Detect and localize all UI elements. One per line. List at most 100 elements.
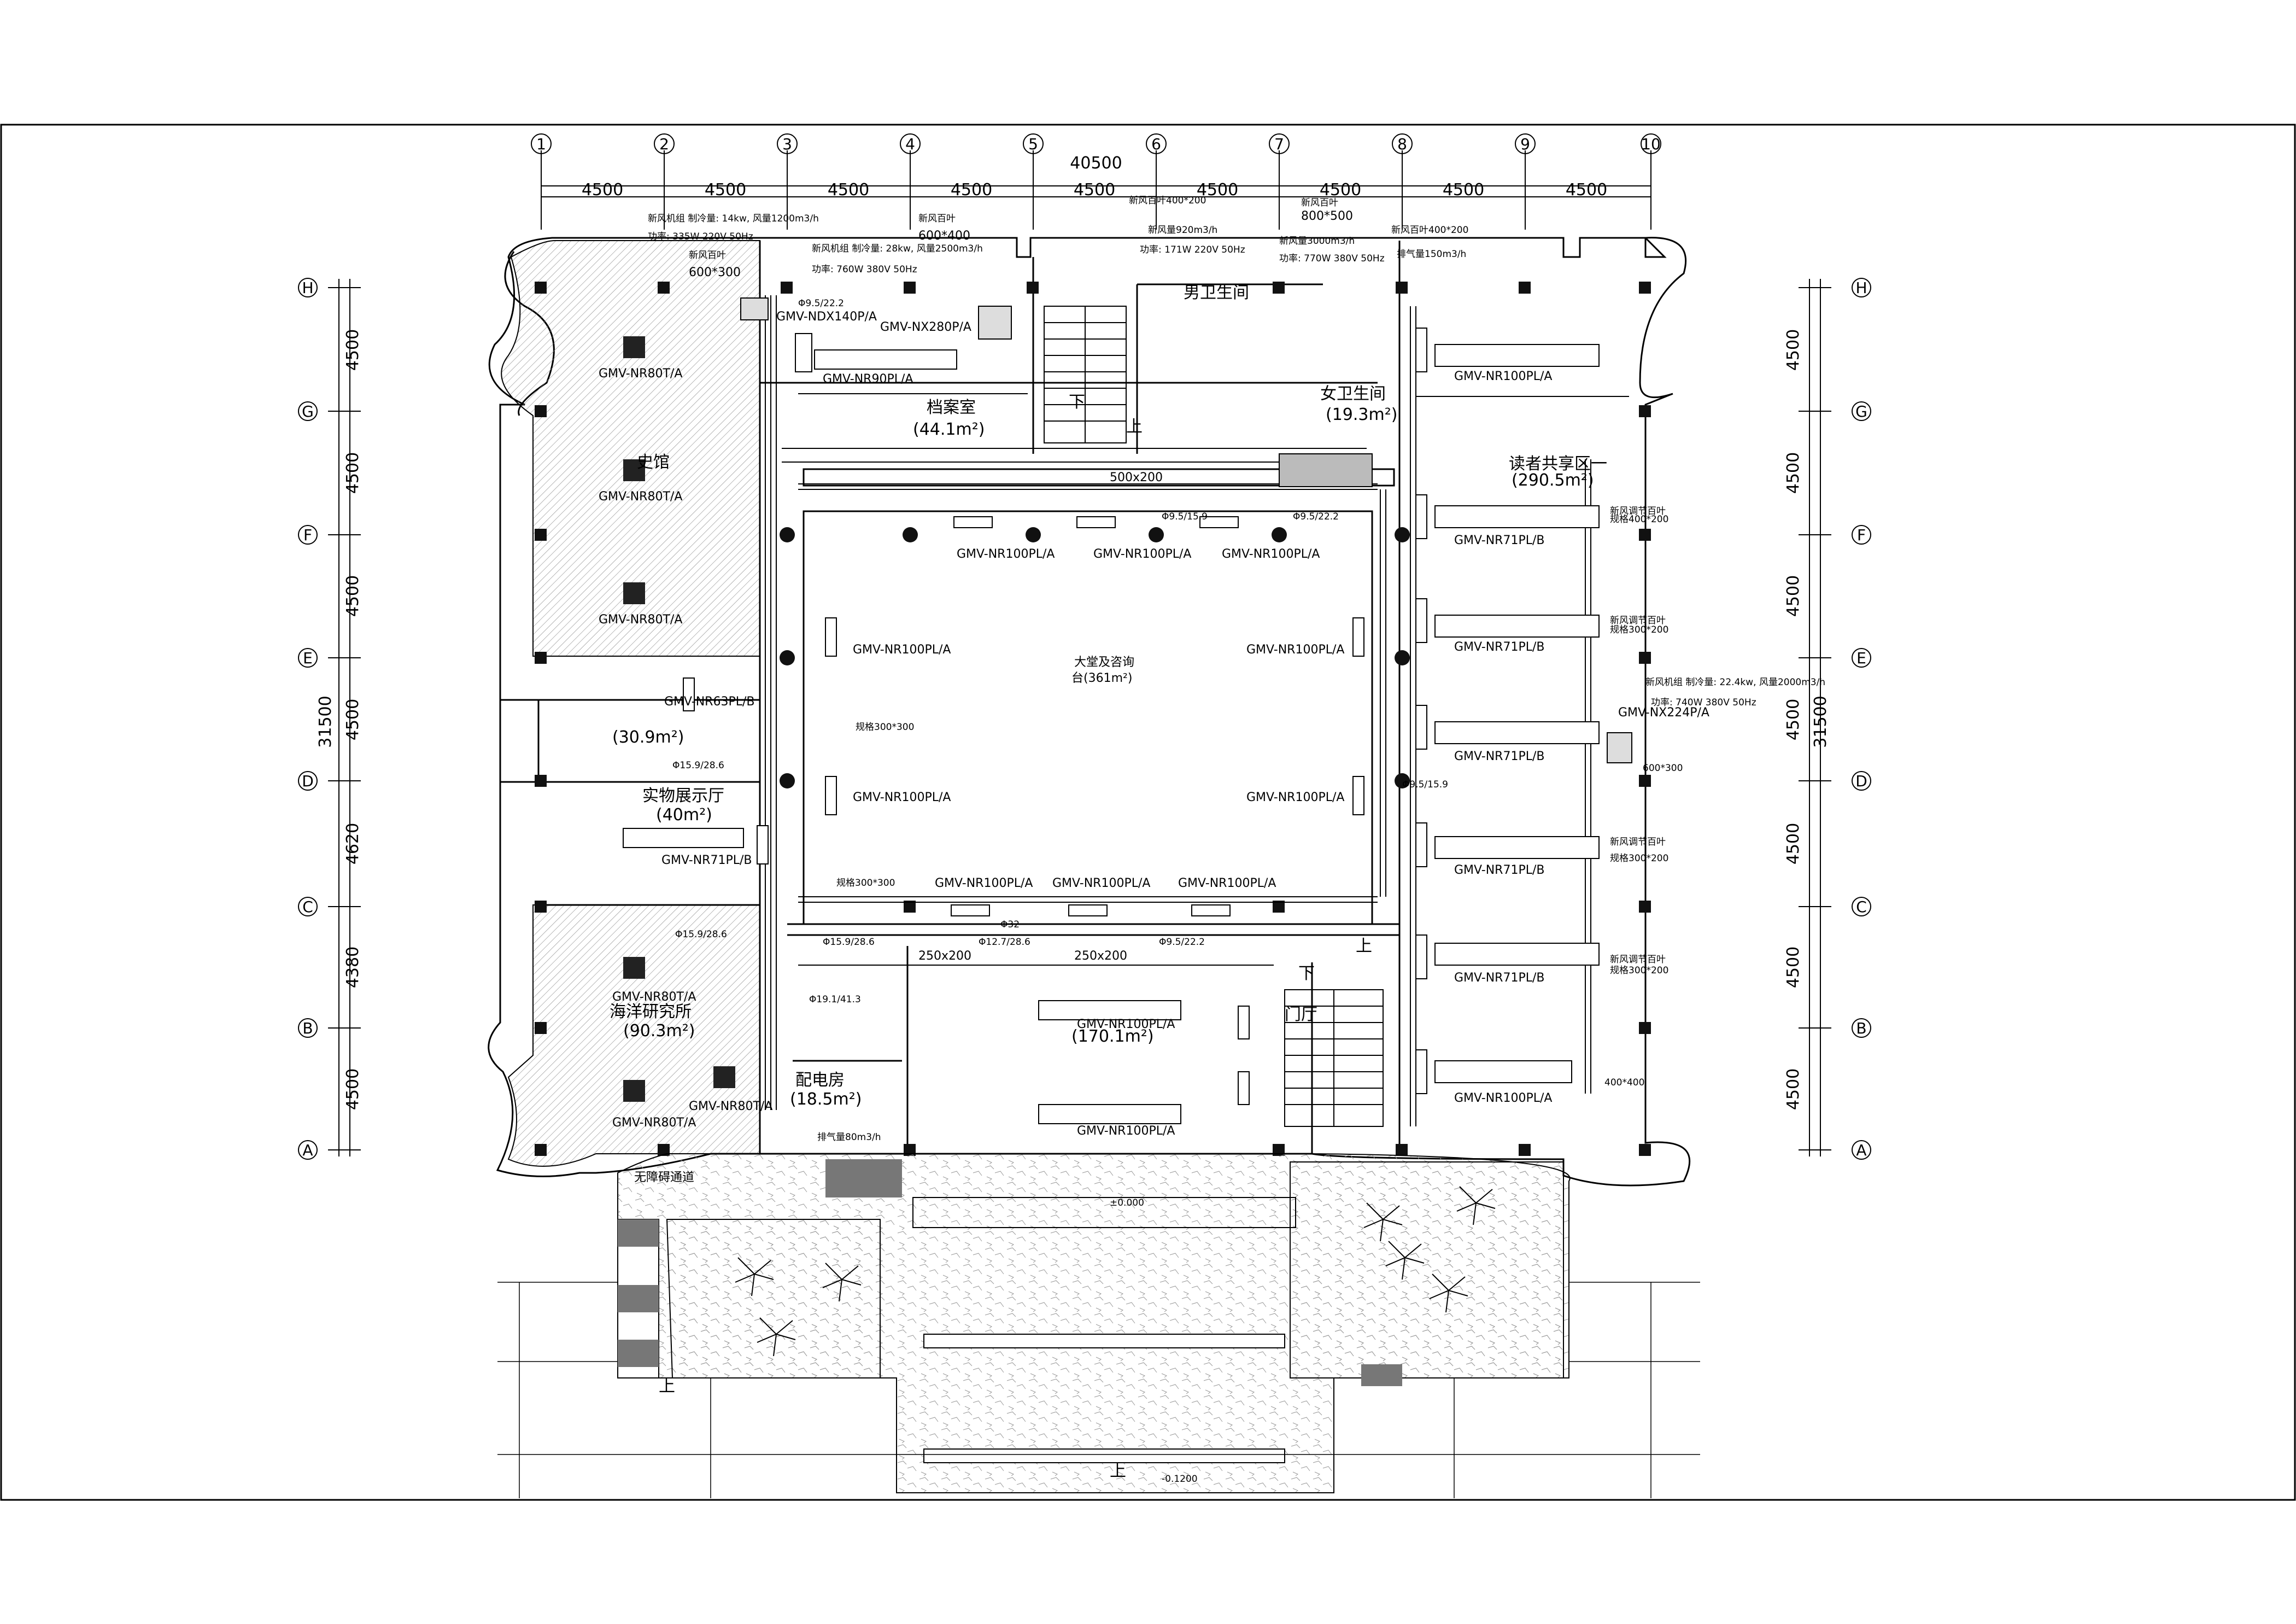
room-female-wc: 女卫生间: [1320, 384, 1386, 404]
elev-neg: -0.1200: [1162, 1474, 1198, 1485]
room-museum: 史馆: [637, 453, 670, 472]
left-axis: [298, 278, 361, 1160]
pipe-c: Φ9.5/15.9: [1162, 511, 1208, 522]
left-overall: 31500: [316, 696, 335, 747]
r-spacing-4: 4500: [1784, 699, 1803, 740]
axis-row-c: C: [302, 898, 313, 916]
eq-nr100-hall-1: GMV-NR100PL/A: [957, 547, 1055, 561]
stairs-up-2: 上: [1356, 937, 1372, 956]
museum-hatched-zone: [501, 240, 760, 657]
r-spacing-5: 4500: [1784, 823, 1803, 864]
col-spacing-6: 4500: [1197, 180, 1238, 200]
eq-nr90: GMV-NR90PL/A: [823, 372, 913, 386]
fan3-line3: 功率: 171W 220V 50Hz: [1140, 244, 1245, 255]
louver-adj-2: 新风调节百叶: [1610, 615, 1666, 626]
exhaust-note: 排气量80m3/h: [817, 1132, 881, 1143]
axis-row-b: B: [302, 1019, 313, 1037]
fan1-line1: 新风机组 制冷量: 14kw, 风量1200m3/h: [648, 213, 819, 224]
left-spacing-labels: 31500 4500 4500 4500 4500 4620 4380 4500: [316, 329, 362, 1110]
right-axis-labels: H G F E D C B A 31500 4500 4500 4500 450…: [1784, 279, 1867, 1159]
room-exhibit: 实物展示厅: [642, 786, 724, 805]
site-grid: [497, 1282, 1700, 1498]
eq-nx224: GMV-NX224P/A: [1618, 706, 1709, 720]
r-spacing-2: 4500: [1784, 452, 1803, 494]
room-hall: 大堂及咨询: [1074, 656, 1134, 669]
room-female-wc-area: (19.3m²): [1326, 405, 1397, 424]
pipe-g: Φ9.5/15.9: [1402, 779, 1448, 790]
axis-col-2: 2: [659, 135, 669, 153]
room-reader-area: (290.5m²): [1512, 471, 1594, 490]
plants: [735, 1186, 1496, 1357]
duct-500: 500x200: [1110, 471, 1163, 484]
louver-size-3: 规格300*200: [1610, 853, 1668, 864]
duct-250: 250x200: [918, 949, 971, 963]
axis-row-d: D: [302, 772, 314, 790]
louver-size-1: 规格400*200: [1610, 514, 1668, 525]
eq-nr100-reader-1: GMV-NR100PL/A: [1454, 370, 1552, 383]
pipe-f: Φ15.9/28.6: [675, 929, 727, 940]
r-axis-c: C: [1856, 898, 1867, 916]
room-passage: 无障碍通道: [634, 1171, 694, 1184]
museum-units: [623, 336, 735, 1102]
pipe-h: Φ19.1/41.3: [809, 994, 861, 1005]
col-spacing-8: 4500: [1443, 180, 1484, 200]
ocean-hatched-zone: [507, 904, 760, 1167]
fresh-air-units: [740, 297, 1632, 763]
stairs-up-4: 上: [659, 1377, 675, 1396]
eq-nr63: GMV-NR63PL/B: [664, 695, 755, 709]
right-overall: 31500: [1811, 696, 1830, 747]
eq-nr80-1: GMV-NR80T/A: [599, 367, 682, 381]
row-spacing-4: 4500: [343, 699, 362, 740]
room-170: (170.1m²): [1071, 1027, 1154, 1046]
pipe-b: Φ9.5/22.2: [1293, 511, 1339, 522]
fan2-size: 600*400: [918, 229, 970, 243]
top-axis-labels: 1 2 3 4 5 6 7 8 9 10 40500 4500 4500 450…: [536, 135, 1661, 200]
eq-nr71-5: GMV-NR71PL/B: [1454, 971, 1545, 985]
eq-nr71-6: GMV-NR71PL/B: [661, 854, 752, 867]
fan4-line1: 新风百叶: [1301, 197, 1338, 208]
pipe-d: Φ12.7/28.6: [979, 937, 1030, 948]
eq-nr100-room-2: GMV-NR100PL/A: [1077, 1124, 1175, 1138]
eq-nr100-room: GMV-NR100PL/A: [1077, 1018, 1175, 1031]
louver-adj-3: 新风调节百叶: [1610, 837, 1666, 848]
structural-columns: [535, 282, 1651, 1156]
fan4-line2: 800*500: [1301, 209, 1353, 223]
pipe-i: Φ9.5/22.2: [1159, 937, 1205, 948]
room-power: 配电房: [795, 1071, 845, 1090]
eq-nr80-3: GMV-NR80T/A: [599, 613, 682, 627]
stairs-down-2: 下: [1298, 964, 1315, 983]
fan1-line2: 功率: 335W 220V 50Hz: [648, 231, 753, 242]
axis-col-9: 9: [1520, 135, 1530, 153]
eq-nr100-reader-2: GMV-NR100PL/A: [1454, 1091, 1552, 1105]
axis-col-8: 8: [1397, 135, 1407, 153]
room-reader: 读者共享区一: [1509, 454, 1607, 474]
room-male-wc: 男卫生间: [1184, 283, 1249, 302]
col-spacing-1: 4500: [582, 180, 623, 200]
col-spacing-5: 4500: [1074, 180, 1115, 200]
stairs-up-1: 上: [1126, 417, 1143, 436]
fan1-louver: 新风百叶: [689, 250, 726, 261]
fan5-line2: 排气量150m3/h: [1397, 249, 1466, 260]
r-axis-g: G: [1855, 402, 1867, 420]
eq-nr100-hall-3: GMV-NR100PL/A: [1222, 547, 1320, 561]
r-spacing-6: 4500: [1784, 947, 1803, 988]
duct-250b: 250x200: [1074, 949, 1127, 963]
eq-nr100-hall-5: GMV-NR100PL/A: [1246, 643, 1344, 657]
equipment-labels: GMV-NDX140P/A GMV-NX280P/A GMV-NR90PL/A …: [599, 310, 1709, 1138]
axis-col-10: 10: [1641, 135, 1661, 153]
axis-col-4: 4: [905, 135, 915, 153]
col-spacing-4: 4500: [951, 180, 992, 200]
fan2-louver: 新风百叶: [918, 213, 956, 224]
drawing-frame: [0, 124, 2296, 1501]
col-spacing-7: 4500: [1320, 180, 1361, 200]
row-spacing-6: 4380: [343, 947, 362, 988]
eq-nr100-hall-4: GMV-NR100PL/A: [853, 643, 951, 657]
r-axis-b: B: [1856, 1019, 1866, 1037]
fan5-line1: 新风百叶400*200: [1391, 225, 1468, 236]
row-spacing-7: 4500: [343, 1068, 362, 1110]
left-axis-labels: H G F E D C B A: [302, 279, 314, 1159]
fan6-line1: 新风机组 制冷量: 22.4kw, 风量2000m3/h: [1645, 677, 1825, 688]
col-spacing-3: 4500: [828, 180, 869, 200]
fan2-line2: 功率: 760W 380V 50Hz: [812, 264, 917, 275]
